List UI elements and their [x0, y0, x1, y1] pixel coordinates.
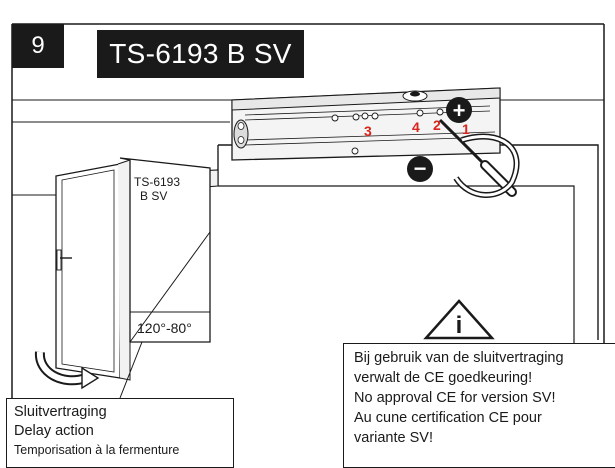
door-leaf — [55, 159, 131, 381]
door-model-line1: TS-6193 — [134, 175, 180, 189]
note-line: Bij gebruik van de sluitvertraging — [354, 350, 564, 366]
door-frame-outer — [218, 144, 599, 340]
door-handle-icon — [56, 249, 62, 271]
door-panel — [119, 157, 211, 343]
valve-label: 2 — [433, 117, 441, 133]
svg-text:i: i — [456, 312, 463, 339]
delay-action-note: Sluitvertraging Delay action Temporisati… — [6, 398, 234, 468]
svg-text:−: − — [414, 156, 427, 181]
door-frame-inner — [218, 185, 575, 343]
angle-label: 120°-80° — [137, 320, 192, 336]
valve-label: 1 — [462, 121, 470, 137]
note-line: No approval CE for version SV! — [354, 390, 556, 406]
valve-label: 3 — [364, 123, 372, 139]
plus-icon — [446, 97, 472, 123]
door-model-line2: B SV — [140, 189, 167, 203]
callout-line — [119, 341, 143, 399]
page-title: TS-6193 B SV — [97, 30, 304, 78]
note-line: Delay action — [14, 423, 94, 439]
note-line: Temporisation à la fermenture — [14, 443, 180, 457]
note-line: variante SV! — [354, 430, 433, 446]
note-line: Sluitvertraging — [14, 404, 107, 420]
minus-icon — [407, 156, 433, 182]
note-line: Au cune certification CE pour — [354, 410, 542, 426]
warning-triangle-icon — [423, 299, 495, 340]
valve-label: 4 — [412, 119, 420, 135]
closer-body — [231, 87, 501, 161]
note-line: verwalt de CE goedkeuring! — [354, 370, 533, 386]
svg-text:+: + — [453, 98, 466, 123]
ce-warning-note: Bij gebruik van de sluitvertraging verwa… — [343, 343, 615, 468]
step-number-badge: 9 — [12, 24, 64, 68]
